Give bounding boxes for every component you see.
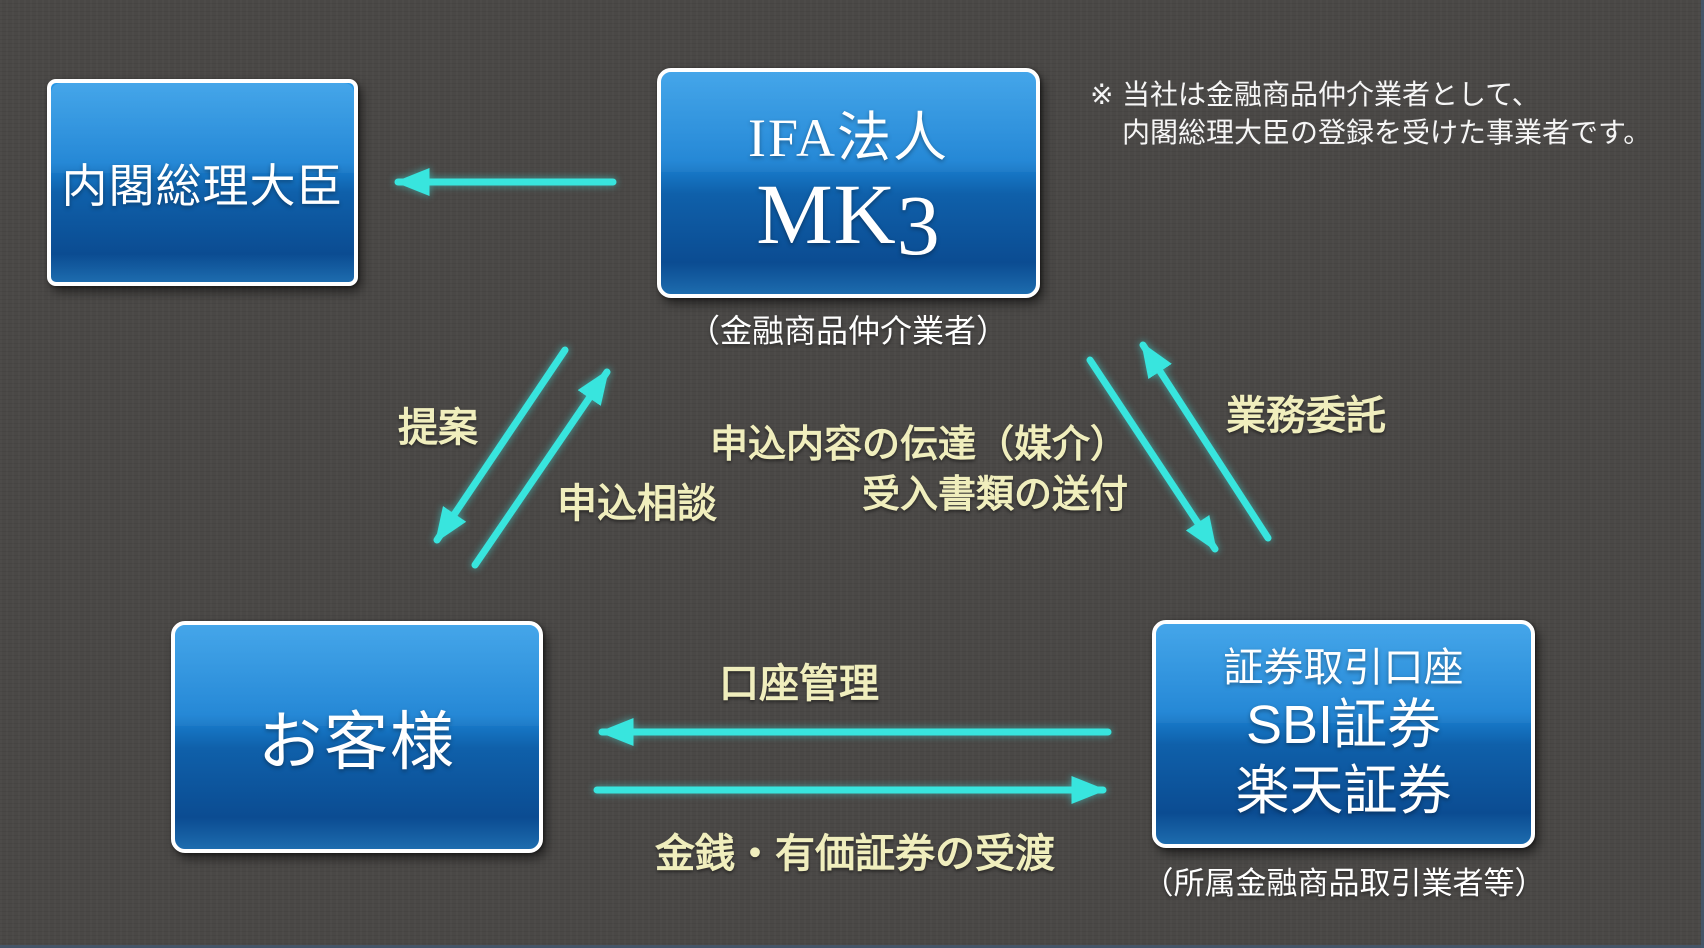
label-money-securities-delivery: 金銭・有価証券の受渡: [655, 832, 1055, 876]
securities-caption: （所属金融商品取引業者等）: [1142, 866, 1546, 901]
slide-right-edge: [1701, 0, 1704, 948]
node-prime-minister: 内閣総理大臣: [47, 79, 358, 286]
label-relay-of-application: 申込内容の伝達（媒介）: [709, 424, 1128, 466]
prime-minister-label: 内閣総理大臣: [61, 159, 344, 212]
reference-mark: ※: [1090, 79, 1114, 110]
disclaimer-line1-text: 当社は金融商品仲介業者として、: [1122, 79, 1540, 110]
ifa-caption: （金融商品仲介業者）: [687, 313, 1009, 349]
label-proposal: 提案: [398, 406, 478, 450]
disclaimer-line2: 内閣総理大臣の登録を受けた事業者です。: [1122, 117, 1652, 148]
slide-bottom-edge: [0, 945, 1704, 948]
node-ifa-mk3: IFA法人 MK3: [657, 68, 1040, 298]
node-securities-brokers: 証券取引口座 SBI証券 楽天証券: [1152, 620, 1535, 848]
customer-label: お客様: [258, 706, 456, 778]
node-customer: お客様: [171, 621, 543, 853]
securities-line1: 証券取引口座: [1223, 646, 1464, 691]
ifa-line2: MK3: [756, 171, 941, 268]
label-relay-and-documents: 申込内容の伝達（媒介） 受入書類の送付: [710, 420, 1128, 520]
securities-line3: 楽天証券: [1235, 761, 1452, 821]
ifa-mk: MK: [756, 165, 897, 262]
disclaimer-note: ※ 当社は金融商品仲介業者として、 内閣総理大臣の登録を受けた事業者です。: [1090, 76, 1651, 152]
ifa-number: 3: [896, 176, 941, 273]
disclaimer-line1: ※ 当社は金融商品仲介業者として、: [1090, 76, 1651, 114]
label-application-consult: 申込相談: [557, 482, 717, 526]
label-sending-documents: 受入書類の送付: [861, 474, 1128, 516]
arrow-customer-to-ifa-consult: [471, 368, 611, 569]
label-business-outsourcing: 業務委託: [1226, 394, 1386, 438]
securities-line2: SBI証券: [1245, 695, 1442, 756]
ifa-line1: IFA法人: [747, 108, 949, 169]
label-account-management: 口座管理: [719, 662, 879, 706]
arrow-securities-to-ifa-outsourcing: [1139, 341, 1272, 542]
